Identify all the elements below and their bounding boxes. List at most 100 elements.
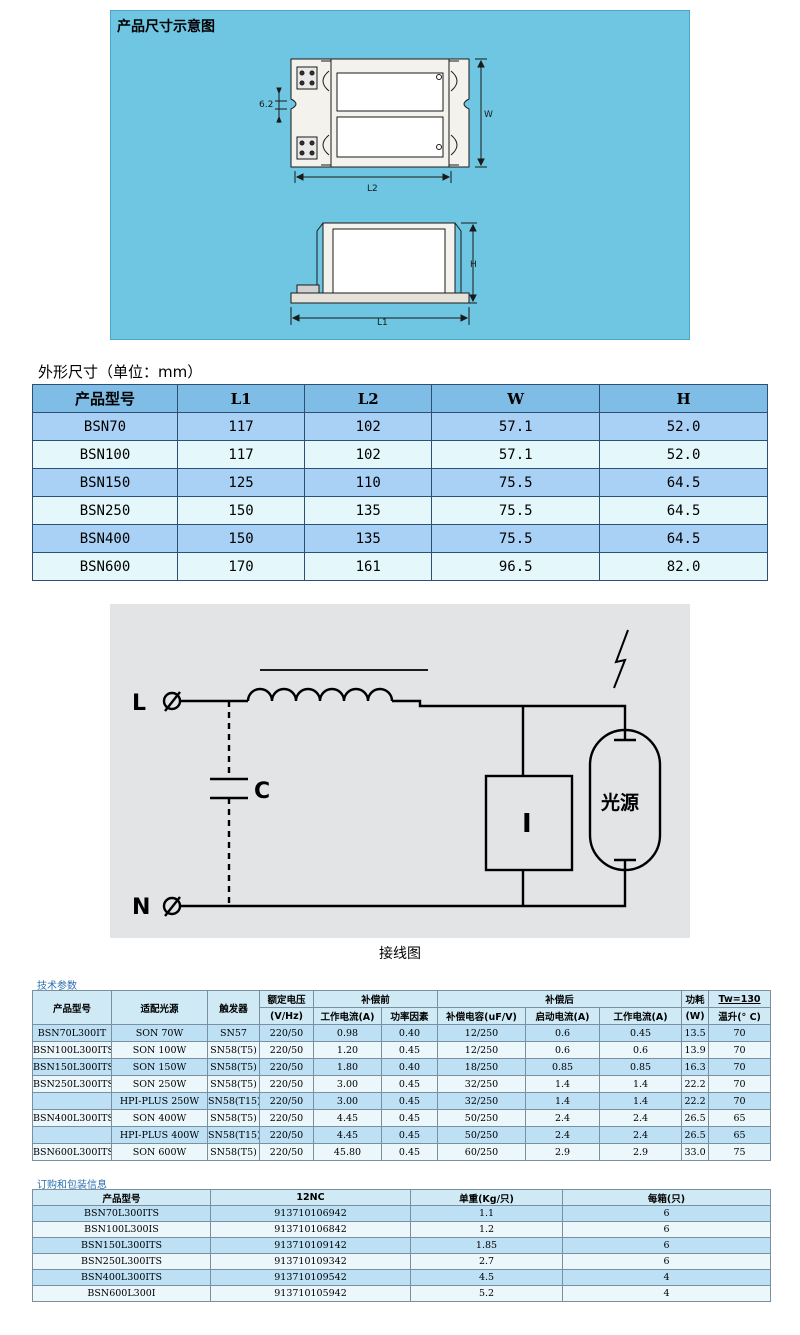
table-cell: 75.5: [431, 524, 601, 553]
dim-label-slot: 6.2: [259, 100, 273, 110]
table-cell: 64.5: [599, 524, 768, 553]
table-cell: 6: [562, 1237, 771, 1254]
table-cell: 220/50: [259, 1109, 314, 1127]
table-cell: 70: [708, 1024, 772, 1042]
table-cell: 2.4: [525, 1109, 601, 1127]
table-cell: 64.5: [599, 468, 768, 497]
table-cell: 2.9: [525, 1143, 601, 1161]
table-cell: 0.45: [599, 1024, 683, 1042]
table-cell: 0.85: [599, 1058, 683, 1076]
column-header: H: [599, 384, 768, 413]
table-cell: 57.1: [431, 440, 601, 469]
table-cell: 110: [304, 468, 433, 497]
table-cell: 913710109142: [210, 1237, 411, 1254]
table-cell: BSN150L300ITS: [32, 1058, 112, 1076]
table-cell: BSN600L300ITS: [32, 1143, 112, 1161]
table-cell: BSN70L300ITS: [32, 1205, 211, 1222]
table-cell: 75: [708, 1143, 772, 1161]
dim-label-h: H: [470, 260, 477, 270]
table-cell: 1.20: [313, 1041, 382, 1059]
table-cell: SON 150W: [111, 1058, 208, 1076]
table-cell: BSN250L300ITS: [32, 1075, 112, 1093]
table-cell: SN58(T5): [207, 1058, 260, 1076]
terminal-n-label: N: [132, 895, 150, 920]
table-cell: 5.2: [410, 1285, 563, 1302]
table-cell: 4: [562, 1285, 771, 1302]
table-cell: 64.5: [599, 496, 768, 525]
table-cell: 0.6: [525, 1041, 601, 1059]
column-header: 产品型号: [32, 1189, 211, 1206]
th-before-pf: 功率因素: [380, 1007, 439, 1025]
table-cell: 220/50: [259, 1126, 314, 1144]
table-cell: 57.1: [431, 412, 601, 441]
th-after: 补偿后: [437, 990, 683, 1008]
table-cell: 913710105942: [210, 1285, 411, 1302]
table-cell: 220/50: [259, 1041, 314, 1059]
table-cell: 1.80: [313, 1058, 382, 1076]
table-cell: SN58(T15): [207, 1126, 260, 1144]
table-cell: 18/250: [437, 1058, 527, 1076]
table-cell: 135: [304, 496, 433, 525]
table-cell: SN58(T5): [207, 1143, 260, 1161]
table-cell: SON 250W: [111, 1075, 208, 1093]
table-cell: SN58(T5): [207, 1075, 260, 1093]
table-cell: 4: [562, 1269, 771, 1286]
table-cell: 102: [304, 412, 433, 441]
table-cell: SON 70W: [111, 1024, 208, 1042]
table-cell: 125: [176, 468, 306, 497]
table-cell: 135: [304, 524, 433, 553]
table-cell: 2.4: [599, 1126, 683, 1144]
th-power-unit: (W): [681, 1007, 710, 1025]
table-cell: BSN600L300I: [32, 1285, 211, 1302]
table-cell: 65: [708, 1109, 772, 1127]
table-cell: 220/50: [259, 1143, 314, 1161]
th-after-cap: 补偿电容(uF/V): [437, 1007, 527, 1025]
table-cell: 117: [176, 412, 306, 441]
table-cell: 2.4: [525, 1126, 601, 1144]
th-after-start: 启动电流(A): [525, 1007, 601, 1025]
table-cell: BSN100: [32, 440, 178, 469]
table-cell: [32, 1126, 112, 1144]
table-cell: 52.0: [599, 412, 768, 441]
table-cell: 70: [708, 1058, 772, 1076]
table-cell: 0.45: [380, 1041, 439, 1059]
table-cell: BSN70L300IT: [32, 1024, 112, 1042]
table-cell: 4.45: [313, 1126, 382, 1144]
table-cell: SON 400W: [111, 1109, 208, 1127]
table-cell: BSN400L300ITS: [32, 1109, 112, 1127]
table-cell: 6: [562, 1221, 771, 1238]
table-cell: 1.4: [525, 1092, 601, 1110]
table-cell: 0.45: [380, 1075, 439, 1093]
table-cell: BSN150: [32, 468, 178, 497]
column-header: 单重(Kg/只): [410, 1189, 563, 1206]
column-header: 12NC: [210, 1189, 411, 1206]
table-cell: 50/250: [437, 1109, 527, 1127]
table-cell: 32/250: [437, 1092, 527, 1110]
column-header: 每箱(只): [562, 1189, 771, 1206]
lamp-label: 光源: [600, 791, 639, 814]
tech-params-table: 产品型号 适配光源 触发器 额定电压 补偿前 补偿后 功耗 Tw=130 (V/…: [32, 990, 772, 1161]
table-cell: 102: [304, 440, 433, 469]
table-cell: 26.5: [681, 1109, 710, 1127]
th-before-current: 工作电流(A): [313, 1007, 382, 1025]
table-cell: 150: [176, 496, 306, 525]
column-header: 产品型号: [32, 384, 178, 413]
table-cell: 75.5: [431, 496, 601, 525]
table-cell: SN58(T15): [207, 1092, 260, 1110]
th-voltage-unit: (V/Hz): [259, 1007, 314, 1025]
table-cell: 6: [562, 1205, 771, 1222]
column-header: L1: [176, 384, 306, 413]
table-cell: 913710109542: [210, 1269, 411, 1286]
th-after-current: 工作电流(A): [599, 1007, 683, 1025]
table-cell: 75.5: [431, 468, 601, 497]
table-cell: 1.4: [599, 1075, 683, 1093]
table-cell: 913710106842: [210, 1221, 411, 1238]
